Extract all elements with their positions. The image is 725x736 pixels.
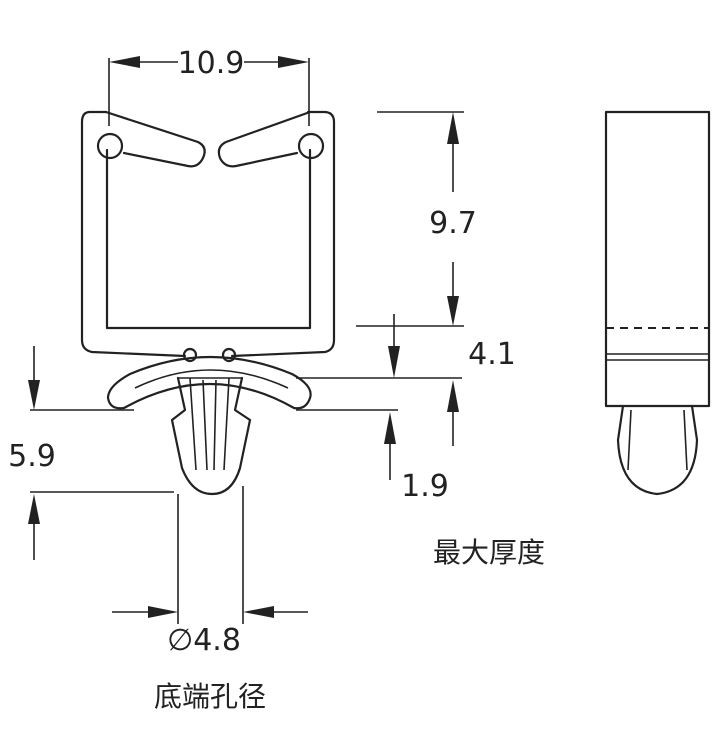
clip-head (106, 355, 312, 410)
dimension-head-offset: 4.1 (296, 314, 516, 446)
dim-label-head-offset: 4.1 (468, 337, 516, 372)
dimension-clip-height: 9.7 (356, 111, 477, 327)
dim-label-hole-diameter: ∅4.8 (167, 623, 241, 658)
dimension-top-width: 10.9 (108, 46, 310, 126)
dimension-base-gap: 1.9 (296, 409, 449, 504)
dimension-total-height: 5.9 (8, 346, 174, 560)
dim-label-base-gap: 1.9 (401, 469, 449, 504)
dim-label-top-width: 10.9 (178, 46, 245, 81)
clip-plug (170, 376, 252, 496)
clip-frame (80, 110, 336, 363)
label-max-thickness: 最大厚度 (433, 536, 545, 569)
label-hole-diameter-cn: 底端孔径 (154, 680, 266, 713)
dimension-hole-diameter: ∅4.8 (112, 486, 308, 658)
dim-label-clip-height: 9.7 (429, 206, 477, 241)
side-view (604, 110, 711, 496)
dim-label-total-height: 5.9 (8, 439, 56, 474)
